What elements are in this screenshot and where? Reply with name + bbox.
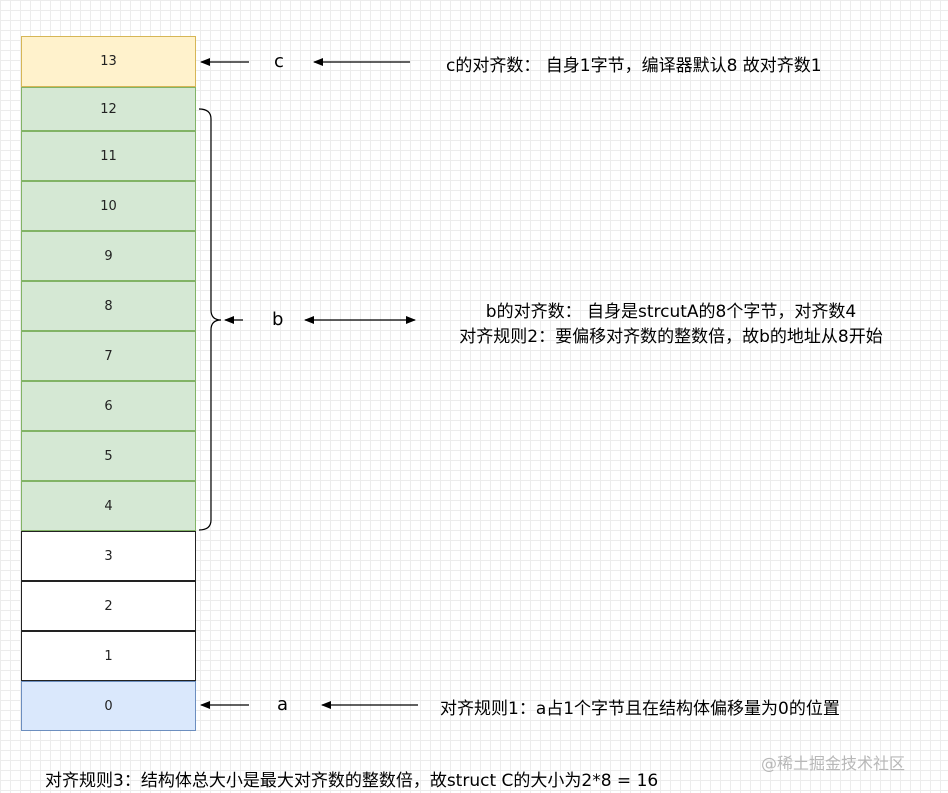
cell-7: 7 [21, 331, 196, 381]
cell-0: 0 [21, 681, 196, 731]
watermark: @稀土掘金技术社区 [761, 754, 906, 773]
cell-11: 11 [21, 131, 196, 181]
cell-9: 9 [21, 231, 196, 281]
label-c: c [274, 51, 284, 72]
cell-8: 8 [21, 281, 196, 331]
cell-2: 2 [21, 581, 196, 631]
cell-1: 1 [21, 631, 196, 681]
cell-10: 10 [21, 181, 196, 231]
brace-b [198, 108, 222, 531]
note-b-rule2: 对齐规则2：要偏移对齐数的整数倍，故b的地址从8开始 [459, 327, 883, 347]
cell-3: 3 [21, 531, 196, 581]
label-a: a [277, 694, 289, 715]
note-a-rule1: 对齐规则1：a占1个字节且在结构体偏移量为0的位置 [440, 699, 840, 719]
cell-5: 5 [21, 431, 196, 481]
note-rule3: 对齐规则3：结构体总大小是最大对齐数的整数倍，故struct C的大小为2*8 … [45, 771, 659, 791]
cell-4: 4 [21, 481, 196, 531]
cell-12: 12 [21, 87, 196, 131]
cell-13: 13 [21, 36, 196, 87]
cell-6: 6 [21, 381, 196, 431]
note-c-alignment: c的对齐数： 自身1字节，编译器默认8 故对齐数1 [446, 56, 822, 76]
label-b: b [272, 309, 284, 330]
note-b-alignment: b的对齐数： 自身是strcutA的8个字节，对齐数4 [485, 302, 857, 322]
